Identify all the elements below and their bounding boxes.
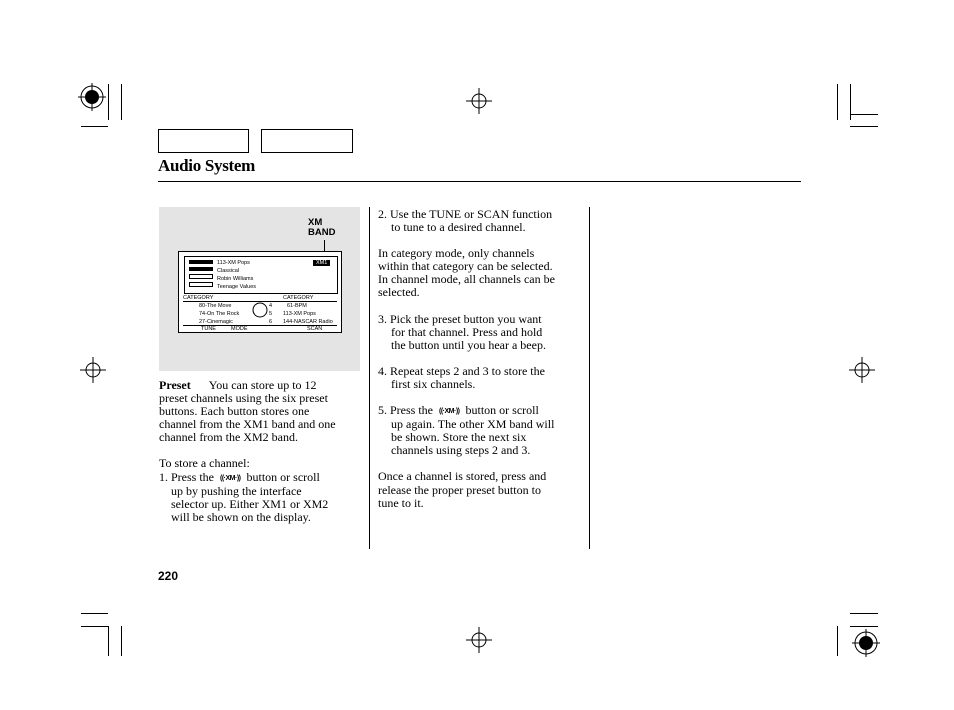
- mode-label: MODE: [231, 326, 248, 332]
- step-3: 3. Pick the preset button you want for t…: [378, 311, 546, 352]
- registration-target-icon: [852, 629, 880, 657]
- preset-4-num: 4: [269, 303, 273, 309]
- display-row-4: Teenage Values: [217, 284, 257, 290]
- callout-pointer: [324, 240, 325, 260]
- category-paragraph: In category mode, only channels within t…: [378, 246, 555, 300]
- display-row-3: Robin Williams: [217, 276, 254, 282]
- tune-label: TUNE: [201, 326, 216, 332]
- figure-callout: XM BAND: [308, 218, 335, 238]
- column-1: Preset You can store up to 12 preset cha…: [159, 378, 364, 524]
- step-5: 5. Press the ((·XM·)) button or scroll u…: [378, 403, 555, 458]
- selector-knob-icon: [252, 302, 268, 318]
- final-paragraph: Once a channel is stored, press and rele…: [378, 469, 547, 510]
- registration-target-icon: [78, 83, 106, 111]
- preset-heading: Preset: [159, 378, 191, 392]
- header-tab-right: [261, 129, 353, 153]
- display-row-1: 113-XM Pops: [217, 260, 250, 266]
- step-4: 4. Repeat steps 2 and 3 to store the fir…: [378, 363, 545, 391]
- title-rule: [158, 181, 801, 182]
- column-divider-1: [369, 207, 370, 549]
- display-screen: 113-XM Pops Classical Robin Williams Tee…: [184, 256, 338, 294]
- display-row-2: Classical: [217, 268, 240, 274]
- page-title: Audio System: [158, 156, 255, 175]
- preset-3: 27-Cinemagic: [199, 319, 233, 325]
- crosshair-bottom-center-icon: [466, 627, 492, 653]
- preset-6: 144-NASCAR Radio: [283, 319, 333, 325]
- step-1: 1. Press the ((·XM·)) button or scroll u…: [159, 469, 329, 524]
- store-intro: To store a channel:: [159, 456, 250, 471]
- preset-paragraph: Preset You can store up to 12 preset cha…: [159, 378, 336, 445]
- display-mode-column: [189, 260, 213, 290]
- preset-5: 113-XM Pops: [283, 311, 316, 317]
- scan-label: SCAN: [307, 326, 323, 332]
- crosshair-right-icon: [849, 357, 875, 383]
- display-band-badge: XM1: [313, 260, 331, 266]
- xm-button-icon: ((·XM·)): [220, 474, 241, 482]
- callout-line-1: XM: [308, 217, 323, 228]
- preset-1: 80-The Move: [199, 303, 232, 309]
- header-tab-left: [158, 129, 249, 153]
- crosshair-top-center-icon: [466, 88, 492, 114]
- step-2: 2. Use the TUNE or SCAN function to tune…: [378, 207, 553, 235]
- column-2: 2. Use the TUNE or SCAN function to tune…: [378, 207, 588, 510]
- category-right: CATEGORY: [283, 295, 314, 301]
- category-left: CATEGORY: [183, 295, 214, 301]
- callout-line-2: BAND: [308, 227, 336, 238]
- xm-button-icon: ((·XM·)): [439, 408, 460, 416]
- column-divider-2: [589, 207, 590, 549]
- preset-2: 74-On The Rock: [199, 311, 240, 317]
- crosshair-left-icon: [80, 357, 106, 383]
- page-number: 220: [158, 569, 179, 583]
- preset-5-num: 5: [269, 311, 273, 317]
- preset-6-num: 6: [269, 319, 273, 325]
- audio-display-illustration: 113-XM Pops Classical Robin Williams Tee…: [178, 251, 342, 333]
- preset-4: 61-BPM: [287, 303, 307, 309]
